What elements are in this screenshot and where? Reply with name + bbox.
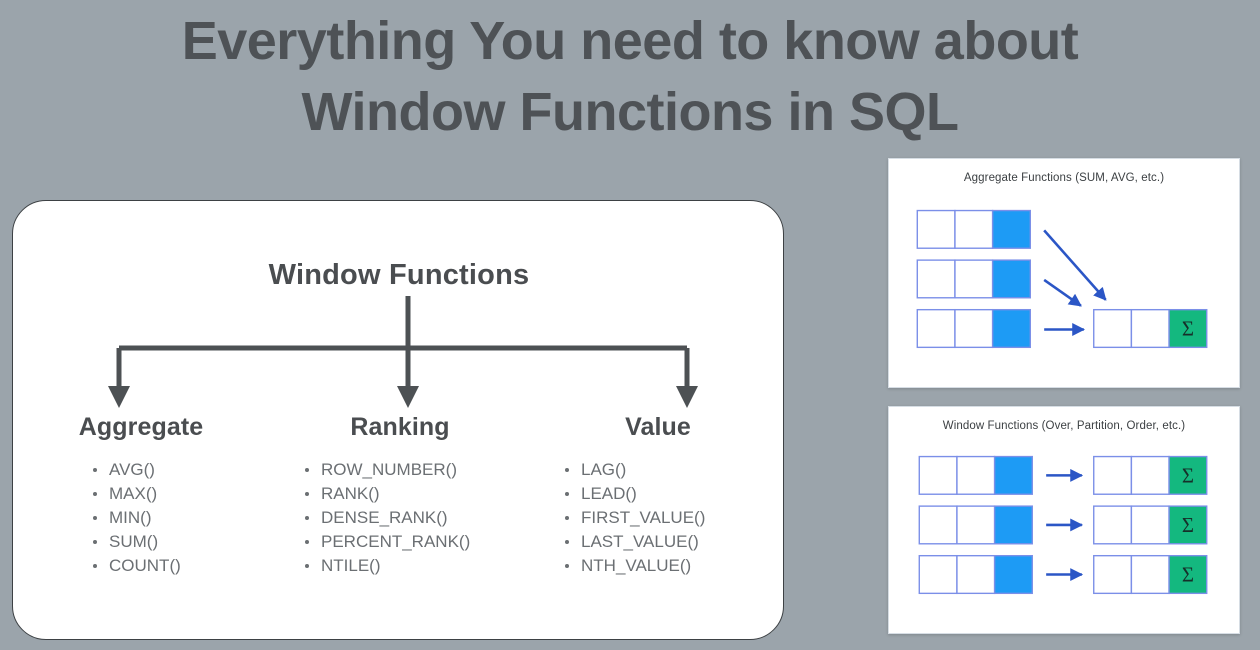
input-row <box>916 209 1031 249</box>
branch-heading-aggregate: Aggregate <box>78 413 204 441</box>
sigma-icon: Σ <box>1182 562 1194 586</box>
list-item: LAG() <box>565 458 783 482</box>
window-functions-tree-card: Window Functions Aggregate AVG() MAX() M… <box>12 200 784 640</box>
list-item: LEAD() <box>565 482 783 506</box>
list-item: MAX() <box>93 482 271 506</box>
list-item: COUNT() <box>93 554 271 578</box>
input-row <box>918 455 1033 495</box>
list-item: NTILE() <box>305 554 525 578</box>
list-item: LAST_VALUE() <box>565 530 783 554</box>
aggregate-functions-diagram: Σ <box>916 209 1208 349</box>
input-row <box>918 505 1033 545</box>
page-title: Everything You need to know about Window… <box>0 6 1260 149</box>
output-row <box>1093 455 1208 495</box>
list-item: ROW_NUMBER() <box>305 458 525 482</box>
list-item: DENSE_RANK() <box>305 506 525 530</box>
arrow-icon <box>1043 229 1107 301</box>
function-list-value: LAG() LEAD() FIRST_VALUE() LAST_VALUE() … <box>533 458 783 578</box>
panel-aggregate-functions: Aggregate Functions (SUM, AVG, etc.) <box>888 158 1240 388</box>
panel-title-window: Window Functions (Over, Partition, Order… <box>942 420 1186 432</box>
list-item: FIRST_VALUE() <box>565 506 783 530</box>
page-title-line-1: Everything You need to know about <box>181 11 1079 71</box>
panel-title-aggregate: Aggregate Functions (SUM, AVG, etc.) <box>963 172 1165 184</box>
list-item: AVG() <box>93 458 271 482</box>
list-item: RANK() <box>305 482 525 506</box>
sigma-icon: Σ <box>1182 463 1194 487</box>
arrow-icon <box>1043 278 1082 307</box>
panel-window-functions: Window Functions (Over, Partition, Order… <box>888 406 1240 634</box>
page-title-line-2: Window Functions in SQL <box>301 82 959 143</box>
function-list-aggregate: AVG() MAX() MIN() SUM() COUNT() <box>21 458 271 578</box>
tree-root-label: Window Functions <box>268 259 530 291</box>
branch-column-value: Value LAG() LEAD() FIRST_VALUE() LAST_VA… <box>533 413 783 578</box>
branch-heading-value: Value <box>625 413 691 441</box>
function-list-ranking: ROW_NUMBER() RANK() DENSE_RANK() PERCENT… <box>275 458 525 578</box>
branch-column-aggregate: Aggregate AVG() MAX() MIN() SUM() COUNT(… <box>21 413 271 578</box>
tree-connector-arrows <box>108 296 698 408</box>
list-item: PERCENT_RANK() <box>305 530 525 554</box>
list-item: NTH_VALUE() <box>565 554 783 578</box>
branch-heading-ranking: Ranking <box>350 413 450 441</box>
input-row <box>916 308 1031 349</box>
output-row <box>1093 308 1208 349</box>
input-row <box>916 259 1031 299</box>
output-row <box>1093 554 1208 595</box>
sigma-icon: Σ <box>1182 316 1194 340</box>
input-row <box>918 554 1033 595</box>
branch-column-ranking: Ranking ROW_NUMBER() RANK() DENSE_RANK()… <box>275 413 525 578</box>
list-item: MIN() <box>93 506 271 530</box>
list-item: SUM() <box>93 530 271 554</box>
sigma-icon: Σ <box>1182 513 1194 537</box>
output-row <box>1093 505 1208 545</box>
window-functions-diagram: Σ Σ Σ <box>918 455 1208 595</box>
